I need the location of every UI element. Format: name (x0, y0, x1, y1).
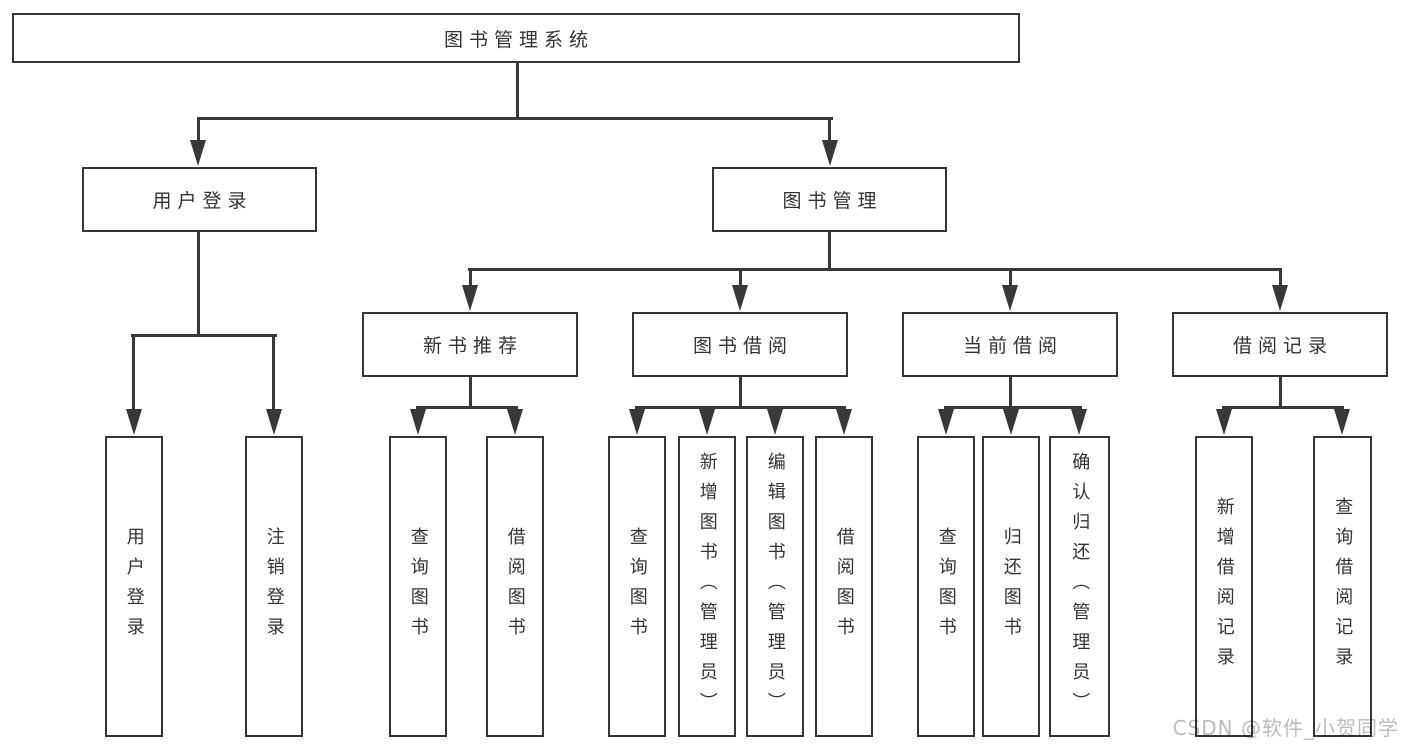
arrow-down-icon (822, 140, 838, 166)
leaf-query-books-current: 查询图书 (917, 436, 975, 737)
arrow-down-icon (732, 285, 748, 311)
leaf-borrow-books-recommend: 借阅图书 (486, 436, 544, 737)
connector-line (828, 117, 831, 143)
leaf-user-login: 用户登录 (105, 436, 163, 737)
connector-line (1279, 377, 1282, 408)
arrow-down-icon (462, 285, 478, 311)
connector-line (739, 377, 742, 408)
connector-line (516, 63, 519, 119)
arrow-down-icon (1272, 285, 1288, 311)
node-user-login: 用户登录 (82, 167, 317, 232)
arrow-down-icon (836, 409, 852, 435)
leaf-query-books-borrow: 查询图书 (608, 436, 666, 737)
connector-line (197, 117, 833, 120)
arrow-down-icon (126, 409, 142, 435)
connector-line (1279, 268, 1282, 288)
arrow-down-icon (699, 409, 715, 435)
connector-line (1222, 406, 1344, 409)
connector-line (131, 334, 277, 337)
connector-line (272, 334, 275, 412)
connector-line (1009, 268, 1012, 288)
node-new-book-recommend: 新书推荐 (362, 312, 578, 377)
connector-line (132, 334, 135, 412)
arrow-down-icon (1003, 409, 1019, 435)
connector-line (1009, 377, 1012, 408)
node-book-borrow: 图书借阅 (632, 312, 848, 377)
arrow-down-icon (190, 140, 206, 166)
connector-line (635, 406, 846, 409)
arrow-down-icon (1216, 409, 1232, 435)
leaf-add-book-admin: 新增图书（管理员） (678, 436, 736, 737)
node-book-management: 图书管理 (712, 167, 947, 232)
connector-line (469, 268, 472, 288)
leaf-query-books-recommend: 查询图书 (389, 436, 447, 737)
arrow-down-icon (410, 409, 426, 435)
arrow-down-icon (1002, 285, 1018, 311)
arrow-down-icon (507, 409, 523, 435)
connector-line (197, 232, 200, 336)
leaf-query-borrow-record: 查询借阅记录 (1313, 436, 1372, 737)
connector-line (468, 268, 1282, 271)
connector-line (197, 117, 200, 143)
arrow-down-icon (938, 409, 954, 435)
node-borrow-records: 借阅记录 (1172, 312, 1388, 377)
arrow-down-icon (629, 409, 645, 435)
connector-line (828, 232, 831, 270)
connector-line (944, 406, 1082, 409)
node-root: 图书管理系统 (12, 13, 1020, 63)
leaf-return-book: 归还图书 (982, 436, 1040, 737)
leaf-borrow-books-borrow: 借阅图书 (815, 436, 873, 737)
connector-line (739, 268, 742, 288)
leaf-edit-book-admin: 编辑图书（管理员） (746, 436, 804, 737)
arrow-down-icon (1334, 409, 1350, 435)
arrow-down-icon (767, 409, 783, 435)
leaf-add-borrow-record: 新增借阅记录 (1195, 436, 1253, 737)
arrow-down-icon (266, 409, 282, 435)
leaf-confirm-return-admin: 确认归还（管理员） (1049, 436, 1110, 737)
arrow-down-icon (1071, 409, 1087, 435)
connector-line (416, 406, 518, 409)
watermark: CSDN @软件_小贺同学 (1172, 716, 1399, 740)
connector-line (469, 377, 472, 408)
leaf-logout: 注销登录 (245, 436, 303, 737)
node-current-borrow: 当前借阅 (902, 312, 1118, 377)
